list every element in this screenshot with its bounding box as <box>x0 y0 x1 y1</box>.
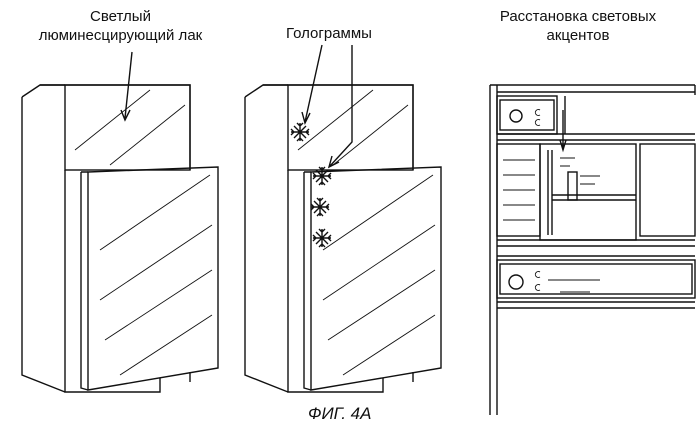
fridge-holograms <box>245 85 441 392</box>
fridge-luminescent <box>22 52 218 392</box>
shelf-unit <box>490 85 695 415</box>
snowflake-icon <box>311 198 329 216</box>
snowflake-icon <box>291 123 309 141</box>
holograms <box>291 45 352 247</box>
snowflake-icon <box>313 229 331 247</box>
